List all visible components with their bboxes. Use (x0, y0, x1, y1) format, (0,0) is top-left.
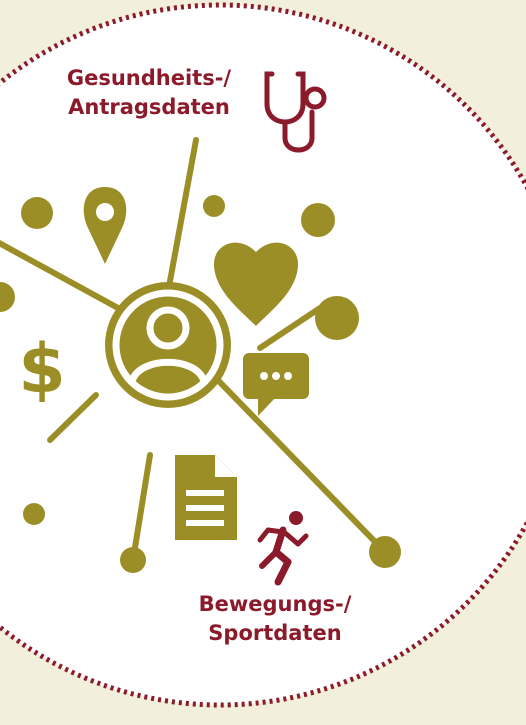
network-nodes (0, 195, 401, 573)
user-avatar-icon (105, 282, 231, 408)
network-node (120, 547, 146, 573)
connector-line-left-lower (47, 392, 99, 443)
sport-label-line1: Bewegungs-/ (198, 592, 352, 616)
connector-line-bottom (130, 452, 153, 563)
sport-data-label: Bewegungs-/ Sportdaten (175, 590, 375, 648)
connector-line-top (165, 137, 199, 295)
health-label-line2: Antragsdaten (68, 95, 230, 119)
connector-line-right-mid (257, 305, 323, 351)
chat-bubble-icon (243, 353, 309, 416)
health-label-line1: Gesundheits-/ (66, 66, 232, 90)
sport-label-line2: Sportdaten (208, 621, 342, 645)
network-node (23, 503, 45, 525)
network-node (369, 536, 401, 568)
network-node (315, 296, 359, 340)
runner-icon (257, 511, 309, 586)
dollar-icon: $ (18, 330, 65, 409)
network-node (203, 195, 225, 217)
network-node (21, 197, 53, 229)
heart-icon (214, 242, 298, 326)
stethoscope-icon (264, 71, 327, 153)
connector-line-diagonal (207, 369, 388, 555)
connector-line-left-upper (0, 240, 121, 311)
location-pin-icon (83, 187, 127, 264)
health-data-label: Gesundheits-/ Antragsdaten (44, 64, 254, 122)
network-node (301, 203, 335, 237)
document-icon (175, 455, 237, 540)
network-node (0, 282, 15, 312)
